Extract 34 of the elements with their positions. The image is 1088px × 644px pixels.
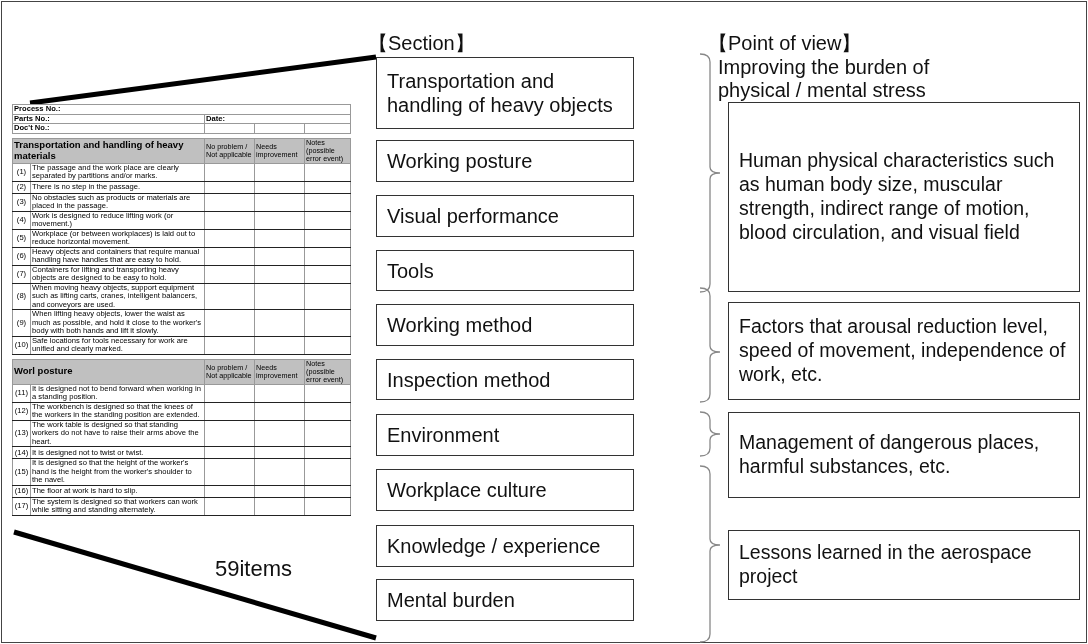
section-box (376, 414, 634, 456)
section-box (376, 525, 634, 567)
viewpoint-box (728, 102, 1080, 292)
viewpoint-text: Lessons learned in the aerospace project (739, 541, 1033, 589)
section-box (376, 57, 634, 129)
section-box (376, 304, 634, 346)
table-cell: Worl posture (12, 359, 205, 385)
section-label: Visual performance (387, 204, 559, 228)
column-heading: 【Section】 (368, 31, 475, 56)
section-label: Inspection method (387, 367, 551, 392)
section-box (376, 359, 634, 400)
viewpoint-box (728, 530, 1080, 600)
section-box (376, 195, 634, 237)
section-label: Tools (387, 258, 434, 283)
section-box (376, 250, 634, 291)
section-box (376, 469, 634, 511)
viewpoint-text: Management of dangerous places, harmful substances, etc. (739, 431, 1041, 479)
viewpoint-box (728, 412, 1080, 498)
section-label: Mental burden (387, 588, 515, 612)
section-label: Working posture (387, 149, 533, 173)
section-box (376, 579, 634, 621)
viewpoint-box (728, 302, 1080, 400)
column-heading: 【Point of view】 (708, 31, 862, 56)
section-label: Knowledge / experience (387, 534, 601, 558)
section-box (376, 140, 634, 182)
viewpoint-text: Human physical characteristics such as human body size, muscular strength, indirect range of motion, blood circulation, and visual field (739, 149, 1056, 245)
section-label: Workplace culture (387, 478, 547, 502)
table-cell: Transportation and handling of heavy materials (12, 138, 205, 164)
section-label: Environment (387, 423, 500, 447)
viewpoint-text: Factors that arousal reduction level, speed of movement, independence of work, etc. (739, 315, 1067, 387)
section-label: Transportation and handling of heavy objects (387, 69, 614, 117)
subheading: Improving the burden of physical / mental stress (718, 56, 931, 102)
item-count: 59items (215, 556, 293, 582)
section-label: Working method (387, 313, 533, 337)
